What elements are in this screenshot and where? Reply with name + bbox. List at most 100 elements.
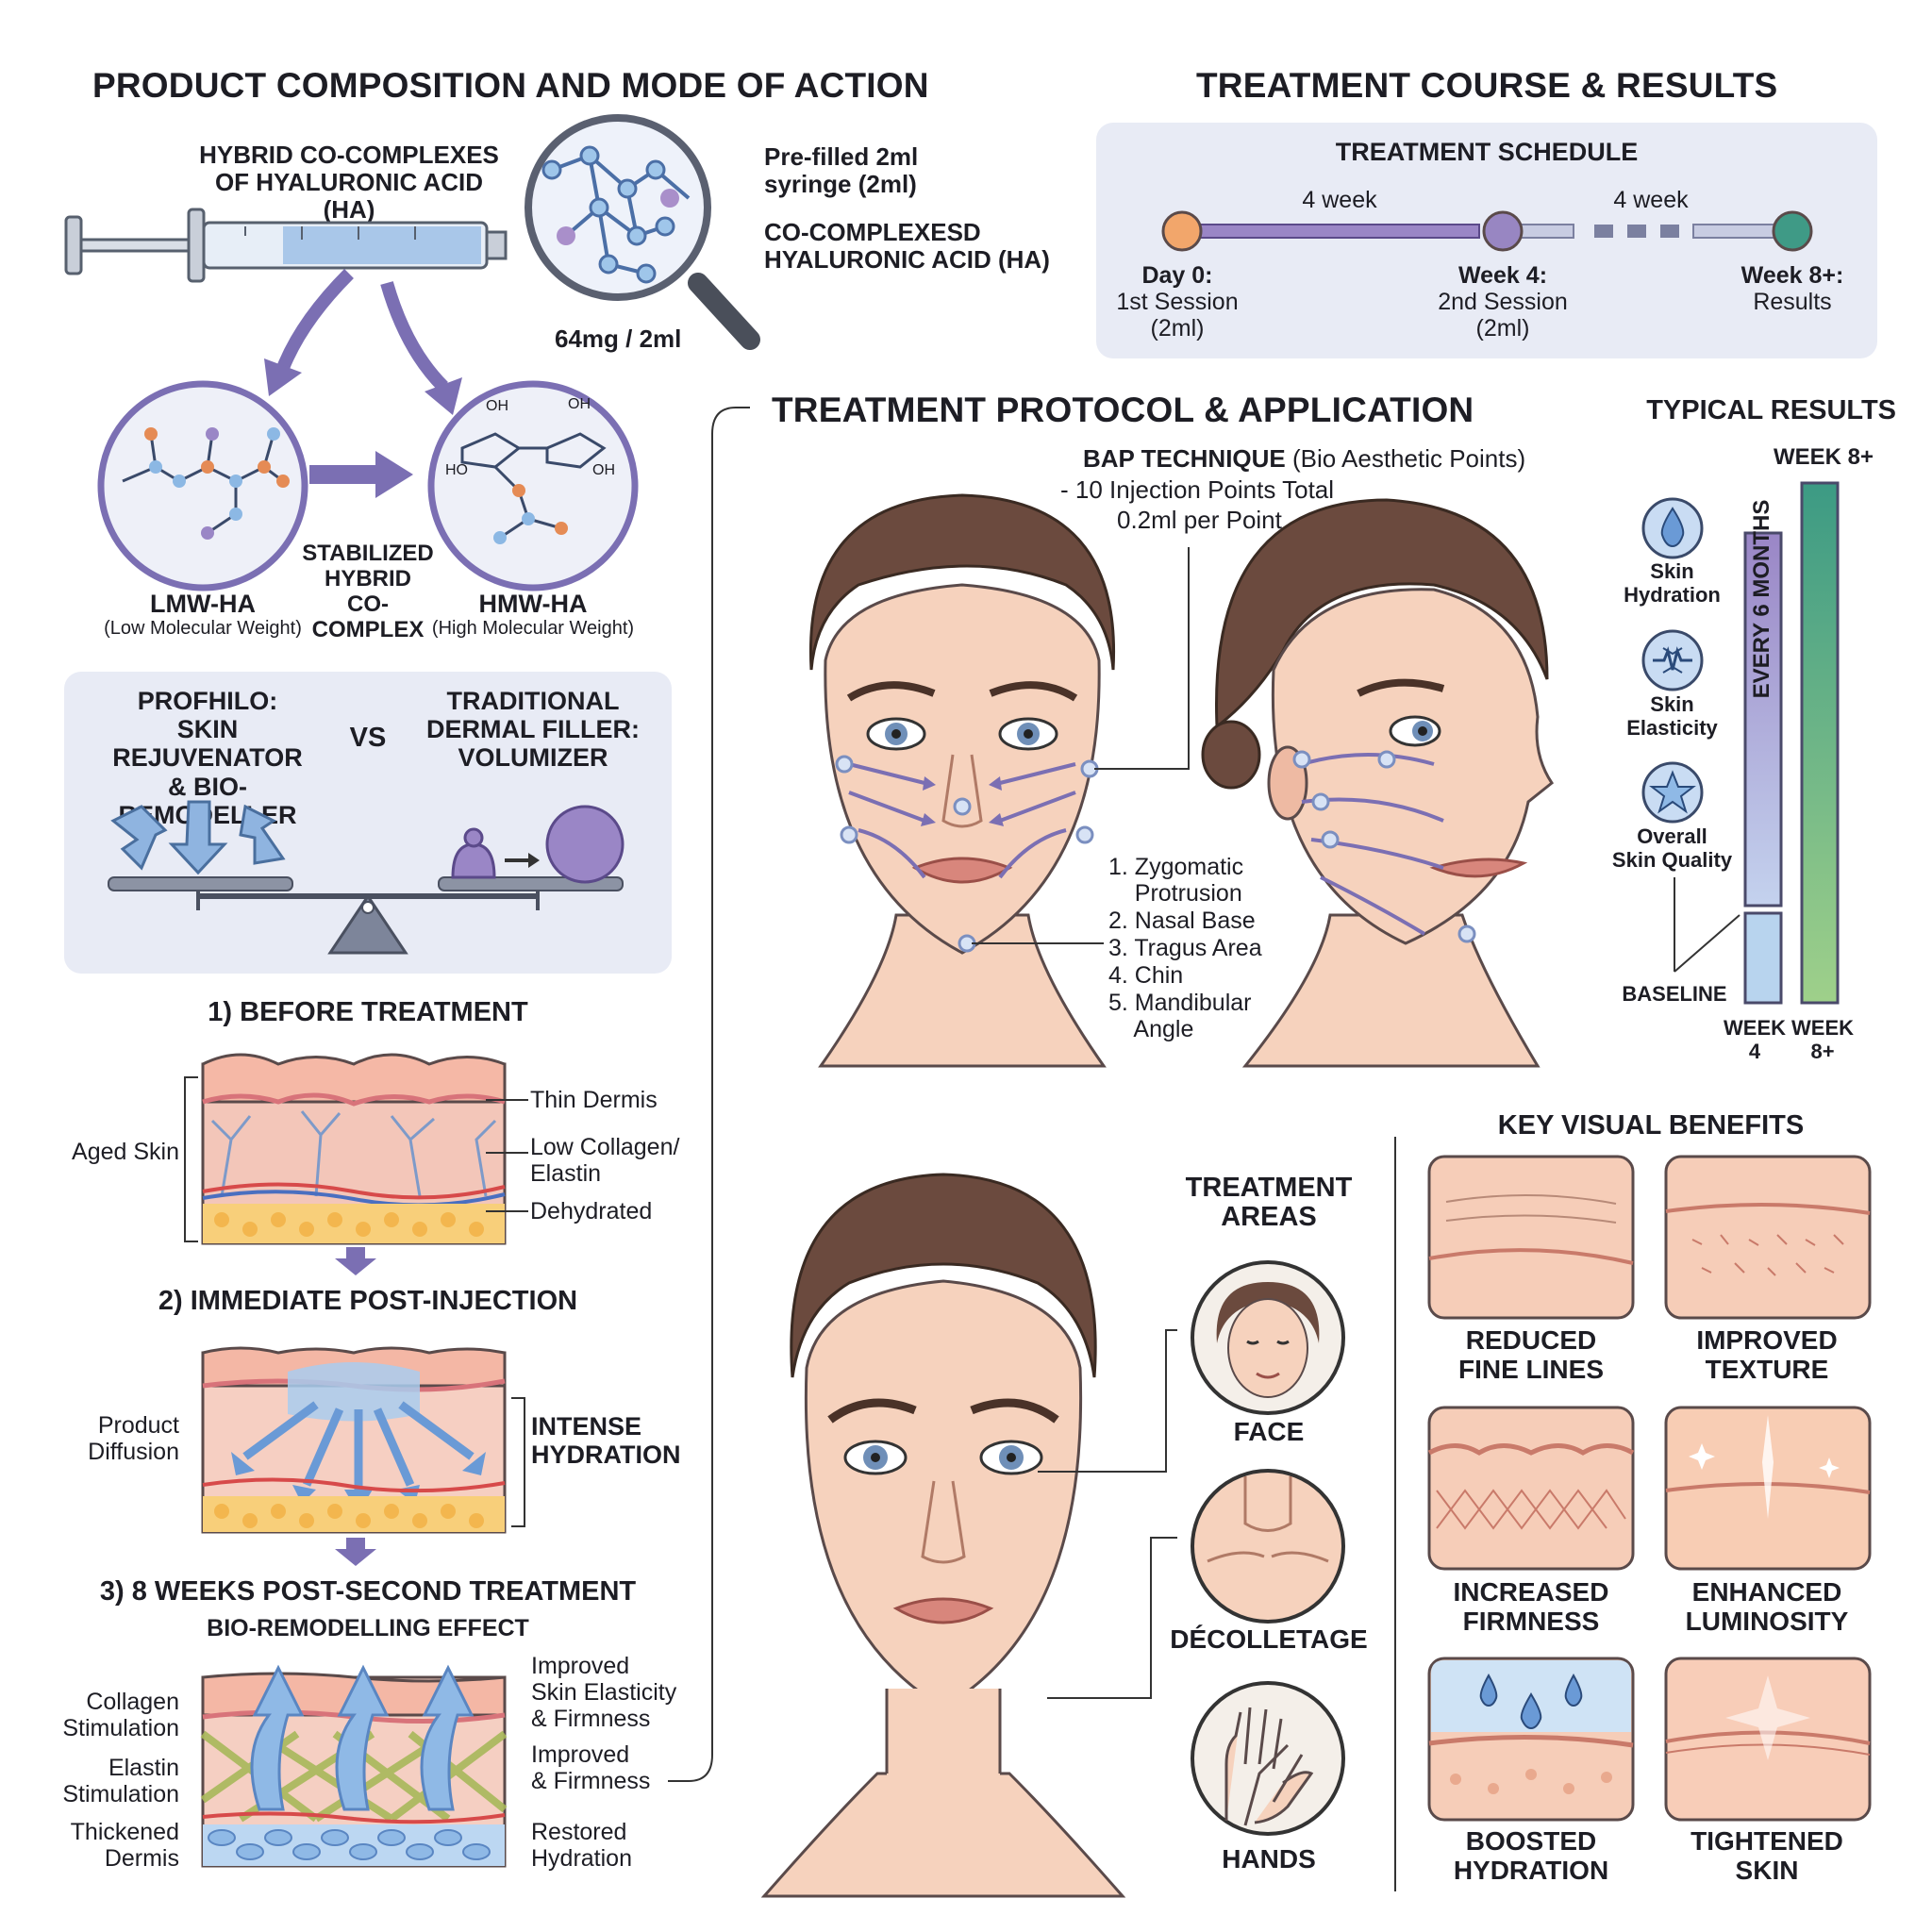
oh-label: OH: [486, 398, 508, 414]
point-5: 5. Mandibular Angle: [1108, 990, 1252, 1042]
benefits-title: KEY VISUAL BENEFITS: [1497, 1110, 1805, 1141]
area-decolletage-icon: [1191, 1469, 1345, 1624]
benefit-firmness-image: [1427, 1406, 1635, 1571]
results-title: TYPICAL RESULTS: [1646, 395, 1896, 425]
milestone-title: Day 0:: [1141, 262, 1213, 289]
area-label: DÉCOLLETAGE: [1170, 1624, 1368, 1654]
benefit-hydration-image: [1427, 1657, 1635, 1822]
results-bars: [1674, 481, 1840, 1005]
timeline: [1161, 210, 1813, 252]
face-side-illustration: [1201, 498, 1555, 1068]
thickened-label: Thickened Dermis: [70, 1819, 179, 1872]
benefit-label: BOOSTED HYDRATION: [1453, 1826, 1609, 1886]
skin-injection-illustration: [201, 1346, 507, 1534]
results-top-label: WEEK 8+: [1774, 444, 1874, 470]
stage3-title: 3) 8 WEEKS POST-SECOND TREATMENT: [99, 1576, 637, 1607]
milestone-title: Week 8+:: [1740, 262, 1844, 289]
aged-skin-label: Aged Skin: [72, 1139, 179, 1165]
oh-label: HO: [445, 462, 468, 478]
restored-hydration-label: Restored Hydration: [531, 1819, 632, 1872]
oh-label: OH: [568, 396, 591, 412]
leader-lines: [486, 1099, 528, 1212]
metric-elasticity-icon: [1641, 629, 1704, 691]
course-title: TREATMENT COURSE & RESULTS: [1196, 66, 1778, 105]
interval-1: 4 week: [1302, 187, 1377, 213]
lmw-sub: (Low Molecular Weight): [104, 618, 302, 639]
bap-normal: (Bio Aesthetic Points): [1285, 444, 1526, 473]
benefit-label: ENHANCED LUMINOSITY: [1685, 1577, 1849, 1637]
area-label: FACE: [1233, 1417, 1305, 1446]
magnifier-icon: [525, 114, 760, 350]
concentration-label: 64mg / 2ml: [555, 325, 682, 353]
baseline-label: BASELINE: [1622, 982, 1727, 1006]
benefit-fine-lines-image: [1427, 1155, 1635, 1320]
point-2: 2. Nasal Base: [1108, 908, 1256, 934]
balance-scale-illustration: [108, 800, 625, 955]
milestone-title: Week 4:: [1457, 262, 1548, 289]
bap-bold: BAP TECHNIQUE: [1083, 444, 1286, 473]
area-label: HANDS: [1222, 1844, 1316, 1874]
transform-arrow: [309, 451, 413, 498]
bap-line1: BAP TECHNIQUE (Bio Aesthetic Points): [1083, 444, 1526, 473]
hmw-molecule: OH OH HO OH: [425, 377, 641, 594]
divider: [1394, 1137, 1396, 1891]
interval-2: 4 week: [1613, 187, 1689, 213]
bar-week8: [1800, 481, 1840, 1005]
lmw-molecule: [97, 380, 308, 591]
oh-label: OH: [592, 462, 615, 478]
bar-label: WEEK 4: [1724, 1016, 1786, 1063]
benefit-label: IMPROVED TEXTURE: [1696, 1325, 1838, 1385]
hmw-title: HMW-HA: [478, 590, 588, 618]
syringe-illustration: [64, 208, 508, 283]
collagen-label: Collagen Stimulation: [62, 1689, 179, 1741]
bar-week4: [1743, 531, 1783, 908]
milestone-desc: 2nd Session (2ml): [1438, 289, 1568, 341]
cocomplex-label: CO-COMPLEXESD HYALURONIC ACID (HA): [764, 218, 1050, 275]
metric-label: Overall Skin Quality: [1611, 824, 1733, 872]
comparison-left: PROFHILO: SKIN REJUVENATOR & BIO-REMODEL…: [112, 687, 303, 829]
milestone-desc: 1st Session (2ml): [1116, 289, 1239, 341]
vertical-label: EVERY 6 MONTHS: [1749, 499, 1774, 699]
syringe-label: Pre-filled 2ml syringe (2ml): [764, 142, 919, 199]
skin-aged-illustration: [201, 1053, 507, 1245]
bracket-right: [511, 1397, 525, 1527]
skin-remodelled-illustration: [200, 1664, 508, 1868]
point-4: 4. Chin: [1108, 962, 1184, 989]
benefit-label: REDUCED FINE LINES: [1457, 1325, 1604, 1385]
benefit-label: INCREASED FIRMNESS: [1453, 1577, 1609, 1637]
leader-lines: [1038, 1329, 1177, 1699]
benefit-texture-image: [1664, 1155, 1872, 1320]
stabilized-label: STABILIZED HYBRID CO- COMPLEX: [302, 541, 434, 642]
down-arrow-icon: [335, 1538, 376, 1566]
bap-line3: 0.2ml per Point: [1117, 506, 1282, 534]
milestone-desc: Results: [1753, 289, 1832, 315]
benefit-tightened-image: [1664, 1657, 1872, 1822]
leader-lines: [972, 547, 1190, 944]
metric-quality-icon: [1641, 761, 1704, 824]
bar-label: WEEK 8+: [1791, 1016, 1854, 1063]
stage3-subtitle: BIO-REMODELLING EFFECT: [207, 1615, 529, 1641]
bar-baseline: [1743, 911, 1783, 1005]
low-collagen-label: Low Collagen/ Elastin: [530, 1134, 680, 1187]
face-large-illustration: [760, 1173, 1126, 1898]
bap-line2: - 10 Injection Points Total: [1060, 475, 1335, 504]
hybrid-label: HYBRID CO-COMPLEXES OF HYALURONIC ACID (…: [199, 141, 499, 225]
dehydrated-label: Dehydrated: [530, 1198, 653, 1224]
comparison-vs: VS: [349, 723, 387, 753]
stage1-title: 1) BEFORE TREATMENT: [208, 997, 528, 1027]
diffusion-label: Product Diffusion: [88, 1412, 179, 1465]
hmw-sub: (High Molecular Weight): [431, 618, 635, 639]
composition-title: PRODUCT COMPOSITION AND MODE OF ACTION: [92, 66, 929, 105]
metric-hydration-icon: [1641, 497, 1704, 559]
elastin-label: Elastin Stimulation: [62, 1755, 179, 1807]
comparison-right: TRADITIONAL DERMAL FILLER: VOLUMIZER: [426, 687, 640, 773]
firmness-label: Improved & Firmness: [531, 1741, 651, 1794]
area-face-icon: [1191, 1260, 1345, 1415]
thin-dermis-label: Thin Dermis: [530, 1087, 658, 1113]
intense-hydration-label: INTENSE HYDRATION: [531, 1412, 681, 1470]
area-hands-icon: [1191, 1681, 1345, 1836]
protocol-title: TREATMENT PROTOCOL & APPLICATION: [772, 391, 1474, 429]
point-1: 1. Zygomatic Protrusion: [1108, 854, 1244, 907]
metric-label: Skin Elasticity: [1626, 692, 1718, 740]
metric-label: Skin Hydration: [1624, 559, 1721, 607]
